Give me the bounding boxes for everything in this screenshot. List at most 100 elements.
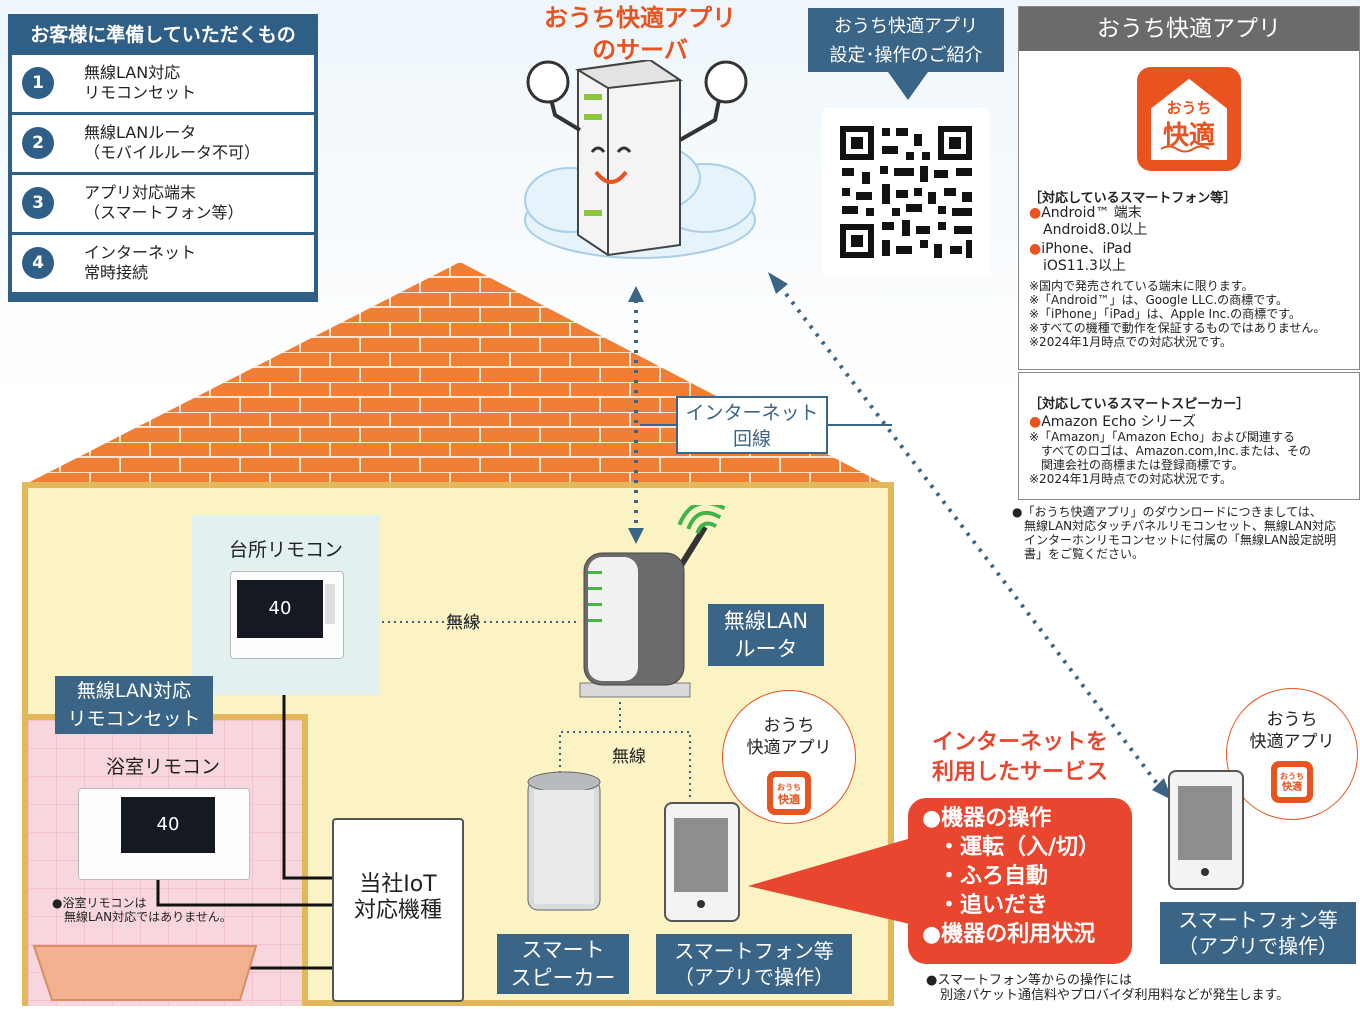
kitchen-remote-device: 40 [230, 571, 344, 659]
app-icon-small: おうち 快適 [767, 771, 811, 815]
arrow-up-icon [628, 286, 644, 302]
speaker-item: ●Amazon Echo シリーズ [1029, 411, 1196, 431]
pointer-triangle [888, 72, 928, 100]
note-line: 無線LAN対応タッチパネルリモコンセット、無線LAN対応 [1012, 519, 1337, 533]
note-line: 書」をご覧ください。 [1012, 547, 1145, 561]
iphone-label: iPhone、iPad [1041, 241, 1132, 257]
app-icon-text-large: 快適 [1162, 121, 1215, 151]
note-line: ※「Android™」は、Google LLC.の商標です。 [1029, 293, 1288, 307]
requirement-line1: 無線LANルータ [84, 123, 197, 142]
phone-home-button [697, 900, 705, 908]
internet-line-label: インターネット 回線 [676, 396, 828, 454]
outside-phone-label-1: スマートフォン等 [1178, 908, 1338, 932]
note-line: ※2024年1月時点での対応状況です。 [1029, 472, 1233, 486]
intro-label: おうち快適アプリ 設定･操作のご紹介 [808, 8, 1004, 72]
requirement-item-2: 2 無線LANルータ（モバイルルータ不可） [12, 115, 314, 174]
speaker-info-panel: ［対応しているスマートスピーカー］ ●Amazon Echo シリーズ ※「Am… [1018, 372, 1360, 500]
server-tower [575, 60, 683, 257]
iot-label-1: 当社IoT [359, 872, 437, 897]
outside-app-bubble: おうち 快適アプリ おうち 快適 [1226, 688, 1358, 820]
service-sub3: ・追いだき [938, 893, 1049, 918]
remote-set-label-1: 無線LAN対応 [76, 680, 192, 702]
fee-note-line2: 別途パケット通信料やプロバイダ利用料などが発生します。 [940, 988, 1290, 1003]
server-illustration [524, 60, 756, 259]
requirement-line2: リモコンセット [84, 83, 197, 102]
icon-text-1: おうち [1280, 772, 1304, 781]
requirement-item-3: 3 アプリ対応端末（スマートフォン等） [12, 175, 314, 234]
bath-remote-label: 浴室リモコン [106, 756, 221, 778]
wireless-label-2: 無線 [612, 747, 646, 767]
server-title-line2: のサーバ [592, 36, 688, 64]
app-notes: ※国内で発売されている端末に限ります。 ※「Android™」は、Google … [1029, 279, 1325, 349]
number-badge: 3 [22, 187, 54, 219]
bath-note: ●浴室リモコンは 無線LAN対応ではありません。 [52, 896, 232, 924]
smart-speaker-icon [527, 771, 601, 911]
number-badge: 1 [22, 67, 54, 99]
app-icon: おうち 快適 [1137, 67, 1241, 171]
speaker-label-2: スピーカー [510, 966, 616, 990]
bullet-dot-icon: ● [1029, 205, 1042, 221]
left-fist-icon [526, 60, 570, 104]
app-icon-house: おうち 快適 [1277, 767, 1307, 797]
note-line: ※すべての機種で動作を保証するものではありません。 [1029, 321, 1326, 335]
iphone-version: iOS11.3以上 [1043, 258, 1126, 274]
house-outline-icon [1151, 78, 1227, 160]
bath-note-line2: 無線LAN対応ではありません。 [64, 910, 232, 924]
fee-note: ●スマートフォン等からの操作には 別途パケット通信料やプロバイダ利用料などが発生… [926, 973, 1358, 1003]
bullet-dot-icon: ● [1029, 241, 1042, 257]
speaker-label-1: スマート [521, 938, 605, 962]
requirements-title: お客様に準備していただくもの [30, 24, 296, 46]
speaker-item-label: Amazon Echo シリーズ [1041, 414, 1196, 430]
bathtub-illustration [32, 945, 258, 1001]
app-icon-house: おうち 快適 [773, 777, 805, 809]
phone-screen [674, 818, 728, 892]
outside-phone-icon [1168, 770, 1244, 890]
internet-line-label-2: 回線 [732, 428, 771, 450]
note-line: ●「おうち快適アプリ」のダウンロードにつきましては、 [1012, 505, 1322, 519]
remote-screen: 40 [237, 580, 323, 638]
app-icon-small: おうち 快適 [1271, 761, 1313, 803]
note-line: ※「iPhone」「iPad」は、Apple Inc.の商標です。 [1029, 307, 1301, 321]
outside-phone-label: スマートフォン等 （アプリで操作） [1160, 902, 1356, 964]
callout-pointer [748, 836, 918, 926]
qr-code-icon[interactable] [822, 108, 990, 276]
requirement-line1: アプリ対応端末 [84, 183, 197, 202]
iphone-support: ●iPhone、iPad iOS11.3以上 [1029, 241, 1132, 275]
outside-bubble-text: おうち 快適アプリ [1227, 709, 1357, 753]
service-sub1: ・運転（入/切） [938, 835, 1101, 860]
android-label: Android™ 端末 [1041, 205, 1142, 221]
iot-device: 当社IoT 対応機種 [332, 818, 464, 1002]
app-icon-text-small: おうち [1166, 99, 1212, 117]
router-label: 無線LAN ルータ [708, 604, 824, 666]
bath-remote-device: 40 [78, 788, 250, 880]
intro-line1: おうち快適アプリ [834, 16, 978, 37]
arrow-down-icon [628, 528, 644, 544]
phone-screen [1178, 786, 1232, 860]
icon-text-1: おうち [777, 783, 801, 792]
speaker-notes: ※「Amazon」「Amazon Echo」および関連する すべてのロゴは、Am… [1029, 430, 1311, 486]
kitchen-remote-label: 台所リモコン [228, 539, 343, 561]
speaker-label: スマート スピーカー [497, 934, 629, 994]
phone-in-house-icon [664, 802, 740, 922]
number-badge: 2 [22, 127, 54, 159]
note-line: インターホンリモコンセットに付属の「無線LAN設定説明 [1012, 533, 1337, 547]
speaker-heading: ［対応しているスマートスピーカー］ [1029, 397, 1250, 412]
wire-kitchen-iot [282, 676, 332, 880]
remote-buttons [325, 584, 335, 624]
note-line: すべてのロゴは、Amazon.com,Inc.または、その [1029, 444, 1311, 458]
android-version: Android8.0以上 [1043, 222, 1148, 238]
remote-set-label-2: リモコンセット [67, 708, 201, 730]
service-op: ●機器の操作 [922, 806, 1052, 831]
brick-roof [20, 262, 890, 487]
requirement-line1: インターネット [84, 243, 197, 262]
intro-line2: 設定･操作のご紹介 [829, 45, 983, 66]
requirement-line2: （モバイルルータ不可） [84, 143, 261, 162]
service-title-1: インターネットを [931, 730, 1108, 755]
requirement-line2: （スマートフォン等） [84, 203, 244, 222]
app-bubble: おうち 快適アプリ おうち 快適 [722, 690, 856, 824]
bullet-dot-icon: ● [1029, 414, 1042, 430]
wire-bath-iot [156, 880, 332, 907]
icon-text-2: 快適 [1282, 782, 1302, 793]
wireless-line-devices [559, 731, 691, 800]
requirements-box: お客様に準備していただくもの 1 無線LAN対応リモコンセット 2 無線LANル… [8, 14, 318, 302]
